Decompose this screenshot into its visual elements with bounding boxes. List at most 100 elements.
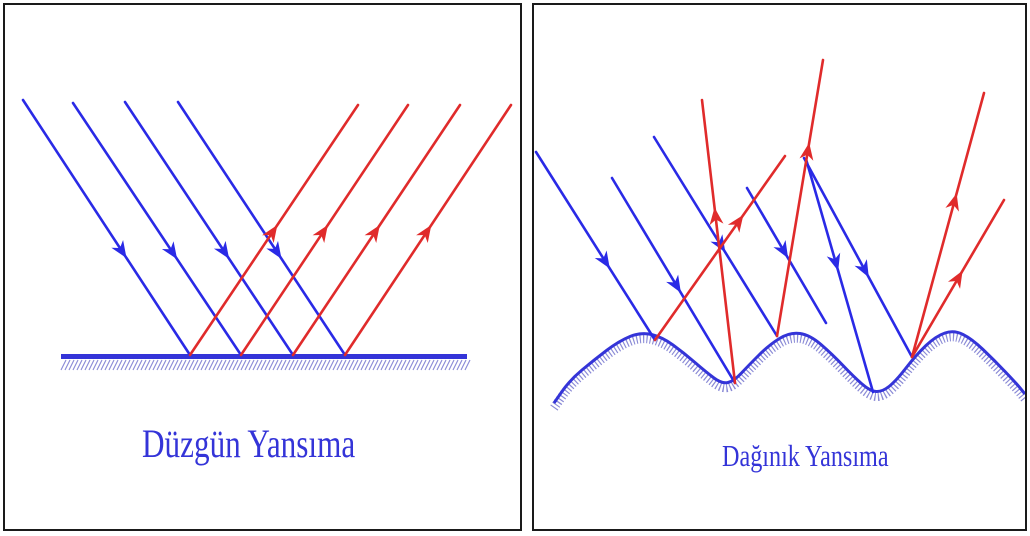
incident-ray-3 — [123, 100, 295, 357]
hatch-line — [228, 359, 235, 371]
hatch-line — [124, 359, 131, 371]
hatch-line — [452, 359, 459, 371]
hatch-line — [60, 359, 67, 371]
specular-reflection-diagram — [21, 98, 513, 371]
hatch-line — [176, 359, 183, 371]
hatch-line — [80, 359, 87, 371]
hatch-line — [224, 359, 231, 371]
incident-ray-3 — [652, 135, 779, 338]
hatch-line — [448, 359, 455, 371]
incident-ray-2 — [610, 176, 737, 385]
reflected-ray-3 — [775, 58, 825, 338]
hatch-line — [332, 359, 339, 371]
hatch-line — [72, 359, 79, 371]
reflected-ray-5-arrowhead — [947, 270, 963, 289]
hatch-line — [324, 359, 331, 371]
hatch-line — [404, 359, 411, 371]
specular-reflection-panel: Düzgün Yansıma — [3, 3, 522, 531]
hatch-line — [268, 359, 275, 371]
hatch-line — [244, 359, 251, 371]
incident-ray-2-arrowhead — [666, 274, 681, 293]
hatch-line — [272, 359, 279, 371]
hatch-line — [260, 359, 267, 371]
reflected-ray-4-arrowhead — [416, 225, 432, 244]
hatch-line — [68, 359, 75, 371]
hatch-line — [220, 359, 227, 371]
hatch-line — [116, 359, 123, 371]
hatch-line — [288, 359, 295, 371]
incident-ray-1-arrowhead — [111, 240, 127, 259]
diffuse-reflection-caption: Dağınık Yansıma — [722, 438, 889, 473]
hatch-line — [212, 359, 219, 371]
hatch-line — [388, 359, 395, 371]
hatch-line — [304, 359, 311, 371]
hatch-line — [368, 359, 375, 371]
hatch-line — [192, 359, 199, 371]
hatch-line — [336, 359, 343, 371]
hatch-line — [396, 359, 403, 371]
hatch-line — [328, 359, 335, 371]
incident-ray-4-arrowhead — [266, 240, 282, 259]
incident-ray-2-arrowhead — [161, 241, 178, 260]
hatch-line — [420, 359, 427, 371]
hatch-line — [144, 359, 151, 371]
hatch-line — [344, 359, 351, 371]
hatch-line — [284, 359, 291, 371]
hatch-line — [240, 359, 247, 371]
hatch-line — [152, 359, 159, 371]
hatch-line — [416, 359, 423, 371]
hatch-line — [356, 359, 363, 371]
hatch-line — [108, 359, 115, 371]
hatch-line — [88, 359, 95, 371]
hatch-line — [168, 359, 175, 371]
hatch-line — [264, 359, 271, 371]
hatch-line — [464, 359, 471, 371]
hatch-line — [232, 359, 239, 371]
hatch-line — [372, 359, 379, 371]
incident-ray-3-arrowhead — [213, 240, 230, 259]
reflected-ray-1-arrowhead — [262, 225, 278, 244]
hatch-line — [440, 359, 447, 371]
reflected-ray-2 — [700, 98, 737, 385]
hatch-line — [320, 359, 327, 371]
hatch-line — [104, 359, 111, 371]
hatch-line — [136, 359, 143, 371]
hatch-line — [92, 359, 99, 371]
hatch-line — [436, 359, 443, 371]
hatch-line — [132, 359, 139, 371]
incident-ray-2 — [71, 101, 243, 357]
hatch-line — [400, 359, 407, 371]
hatch-line — [360, 359, 367, 371]
hatch-line — [276, 359, 283, 371]
hatch-line — [428, 359, 435, 371]
incident-ray-1 — [534, 150, 657, 342]
hatch-line — [236, 359, 243, 371]
hatch-line — [364, 359, 371, 371]
hatch-line — [188, 359, 195, 371]
flat-reflecting-surface — [61, 354, 467, 359]
hatch-line — [100, 359, 107, 371]
hatch-line — [156, 359, 163, 371]
flat-surface-hatching — [60, 359, 471, 371]
hatch-line — [292, 359, 299, 371]
incident-ray-6-arrowhead — [854, 259, 869, 278]
hatch-line — [160, 359, 167, 371]
hatch-line — [248, 359, 255, 371]
incident-ray-4-arrowhead — [773, 239, 789, 259]
hatch-line — [184, 359, 191, 371]
hatch-line — [340, 359, 347, 371]
hatch-line — [216, 359, 223, 371]
hatch-line — [460, 359, 467, 371]
reflected-ray-4-arrowhead — [945, 193, 959, 212]
incident-ray-4 — [176, 100, 347, 357]
incident-ray-6 — [802, 156, 914, 359]
hatch-line — [204, 359, 211, 371]
hatch-line — [308, 359, 315, 371]
diffuse-reflection-panel: Dağınık Yansıma — [532, 3, 1027, 531]
hatch-line — [392, 359, 399, 371]
hatch-line — [196, 359, 203, 371]
hatch-line — [208, 359, 215, 371]
reflected-ray-2-arrowhead — [709, 207, 724, 226]
wavy-surface-hatching — [550, 332, 1025, 411]
reflected-ray-4 — [910, 91, 986, 359]
